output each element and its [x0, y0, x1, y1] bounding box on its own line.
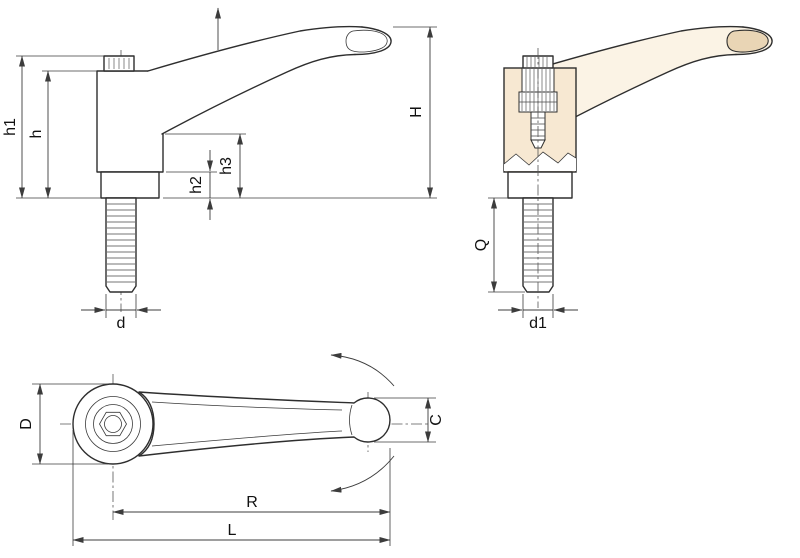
front-handle-top-edge: [147, 25, 363, 72]
dim-label-R: R: [246, 494, 258, 511]
dim-label-h: h: [28, 130, 45, 139]
front-handle-fill: [148, 26, 392, 134]
side-cap-knurl: [526, 57, 548, 67]
plan-arm-inner-top: [151, 401, 343, 411]
plan-view: D C R L: [18, 352, 445, 546]
internal-screw-tip: [530, 139, 546, 149]
front-handle-tip-edge: [354, 26, 392, 56]
dimension-D: D: [18, 383, 108, 465]
dim-label-h2: h2: [188, 176, 205, 194]
dimension-R: R: [112, 448, 391, 546]
side-collar: [507, 171, 573, 199]
front-view: h1 h h2 h3 H: [2, 7, 437, 332]
side-hub-break-region: [504, 152, 576, 171]
dim-label-d: d: [117, 315, 126, 332]
plan-tip-seam: [349, 404, 353, 436]
dim-label-C: C: [428, 414, 445, 426]
dimension-d: d: [81, 294, 161, 332]
plan-hub-bore: [104, 415, 122, 433]
front-stud: [105, 197, 137, 293]
dimension-C: C: [374, 397, 445, 443]
dimension-Q: Q: [473, 197, 525, 293]
plan-hub-recess: [93, 404, 133, 444]
dim-label-h1: h1: [2, 118, 19, 136]
front-stud-threads: [107, 203, 135, 283]
plan-arm-inner-bottom: [151, 430, 343, 447]
plan-arm: [138, 391, 391, 457]
side-handle-fill: [529, 26, 773, 134]
side-handle-top-edge: [528, 25, 744, 72]
dim-label-H: H: [408, 106, 425, 118]
side-hub-break-line: [503, 151, 577, 166]
dimension-H: H: [163, 26, 437, 199]
swing-arrow-down: [330, 455, 395, 493]
dimension-L: L: [72, 430, 391, 546]
dim-label-Q: Q: [473, 239, 490, 251]
dim-label-D: D: [18, 418, 35, 430]
dimension-d1: d1: [498, 294, 578, 332]
dim-label-L: L: [228, 522, 237, 539]
side-handle-tip-cap: [726, 29, 769, 53]
front-handle-cap-seam: [345, 29, 388, 53]
dim-label-d1: d1: [529, 315, 547, 332]
dimension-h2: h2: [166, 150, 217, 220]
dimension-h: h: [28, 70, 97, 199]
front-collar: [100, 171, 160, 199]
side-handle-tip-edge: [735, 26, 773, 56]
plan-hex-socket: [99, 411, 127, 437]
front-handle-bottom-edge: [161, 53, 356, 135]
dimension-h1: h1: [2, 55, 104, 199]
dim-label-h3: h3: [218, 157, 235, 175]
swing-arrow-up: [330, 352, 395, 387]
front-cap-knurl: [108, 58, 130, 69]
side-section-view: Q d1: [473, 25, 773, 332]
dimension-h3: h3: [165, 133, 246, 199]
